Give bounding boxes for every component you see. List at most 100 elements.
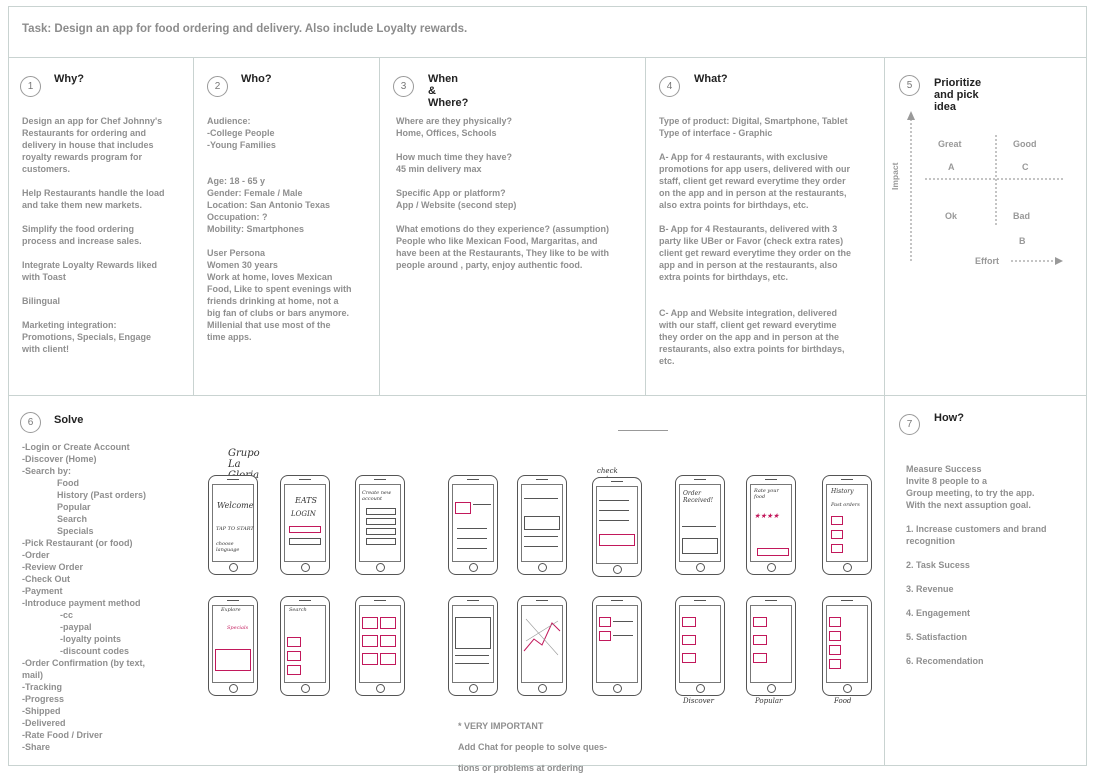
task-header: Task: Design an app for food ordering an… [8,6,1087,58]
text-line [207,151,377,163]
text-line: Age: 18 - 65 y [207,176,266,186]
text-line: big fan of clubs or bars anymore. [207,308,350,318]
text-line: Home, Offices, Schools [396,128,497,138]
text-line: Restaurants for ordering and [22,128,147,138]
divider [8,395,1087,396]
text-line: 4. Engagement [906,608,971,618]
text-line: Design an app for Chef Johnny's [22,116,163,126]
text-line: -Payment [22,586,63,596]
phone-sketch-history: History Past orders [822,475,872,575]
axis-label-effort: Effort [975,256,999,266]
text-line: also extra points for birthdays, etc. [659,200,809,210]
solve-steps-list: -Login or Create Account-Discover (Home)… [22,441,192,753]
panel-title: Why? [54,73,84,85]
phone-sketch-checkout [592,477,642,577]
text-line [22,283,187,295]
panel-title: Who? [241,73,272,85]
text-line: 1. Increase customers and brand [906,524,1047,534]
quadrant-label-bad: Bad [1013,211,1031,221]
text-line [396,139,641,151]
panel-title: When & Where? [428,73,469,109]
text-line: app and in person at the restaurants, al… [659,260,838,270]
phone-sketch-search: Search [280,596,330,696]
text-line: App / Website (second step) [396,200,517,210]
phone-sketch-explore: Explore Specials [208,596,258,696]
text-line: recognition [906,536,955,546]
quadrant-label-good: Good [1013,139,1037,149]
phone-sketch-custom-order [517,475,567,575]
step-number: 5 [899,75,920,96]
text-line [22,211,187,223]
text-line [906,643,1081,655]
text-line: -paypal [60,622,92,632]
text-line: Help Restaurants handle the load [22,188,165,198]
text-line: Millenial that use most of the [207,320,331,330]
phone-sketch-add-item [448,475,498,575]
text-line [22,307,187,319]
sketch-label: Discover [683,697,715,705]
text-line: A- App for 4 restaurants, with exclusive [659,152,828,162]
text-line: What emotions do they experience? (assum… [396,224,610,234]
sketch-label: Popular [755,697,783,705]
divider [379,58,380,395]
text-line: Add Chat for people to solve ques- [458,742,608,752]
text-line: -cc [60,610,74,620]
phone-sketch-rate-food: Rate your food ★★★★ [746,475,796,575]
text-line [659,139,881,151]
text-line: mail) [22,670,44,680]
text-line: promotions for app users, delivered with… [659,164,851,174]
panel-title: How? [934,412,964,424]
text-line: Occupation: ? [207,212,268,222]
step-number: 1 [20,76,41,97]
text-line: -discount codes [60,646,130,656]
text-line: 45 min delivery max [396,164,482,174]
text-line [22,247,187,259]
text-line: -Introduce payment method [22,598,141,608]
panel-title: Solve [54,414,84,426]
text-line: 2. Task Sucess [906,560,970,570]
text-line: staff, client get reward everytime they … [659,176,846,186]
step-number: 2 [207,76,228,97]
text-line: Women 30 years [207,260,278,270]
text-line: with client! [22,344,69,354]
step-number: 7 [899,414,920,435]
text-line: client get reward everytime they order o… [659,248,852,258]
text-line: tions or problems at ordering [458,763,584,773]
text-line: Audience: [207,116,251,126]
text-line: Location: San Antonio Texas [207,200,331,210]
text-line: With the next assuption goal. [906,500,1031,510]
sketch-mark [618,430,668,431]
text-line: friends drinking at home, not a [207,296,339,306]
text-line [906,547,1081,559]
quadrant-label-great: Great [938,139,962,149]
step-number: 6 [20,412,41,433]
priority-matrix [907,111,1065,265]
text-line: -Order [22,550,50,560]
text-line [659,283,881,295]
text-line [659,211,881,223]
phone-sketch-tracking [517,596,567,696]
phone-sketch-your-order [592,596,642,696]
text-line: time apps. [207,332,252,342]
text-line: Work at home, loves Mexican [207,272,333,282]
text-line: User Persona [207,248,266,258]
task-text: Task: Design an app for food ordering an… [22,23,468,35]
text-line: Search [57,514,88,524]
text-line: Marketing integration: [22,320,117,330]
option-a: A [948,162,955,172]
panel-title: What? [694,73,728,85]
text-line: Simplify the food ordering [22,224,134,234]
option-b: B [1019,236,1026,246]
quadrant-label-ok: Ok [945,211,958,221]
board-frame [8,6,1087,766]
text-line: -Discover (Home) [22,454,97,464]
text-line: People who like Mexican Food, Margaritas… [396,236,598,246]
text-line: Mobility: Smartphones [207,224,305,234]
text-line: customers. [22,164,71,174]
step-number: 4 [659,76,680,97]
text-line: with Toast [22,272,66,282]
text-line: restaurants, also extra points for birth… [659,344,845,354]
text-line: Promotions, Specials, Engage [22,332,152,342]
